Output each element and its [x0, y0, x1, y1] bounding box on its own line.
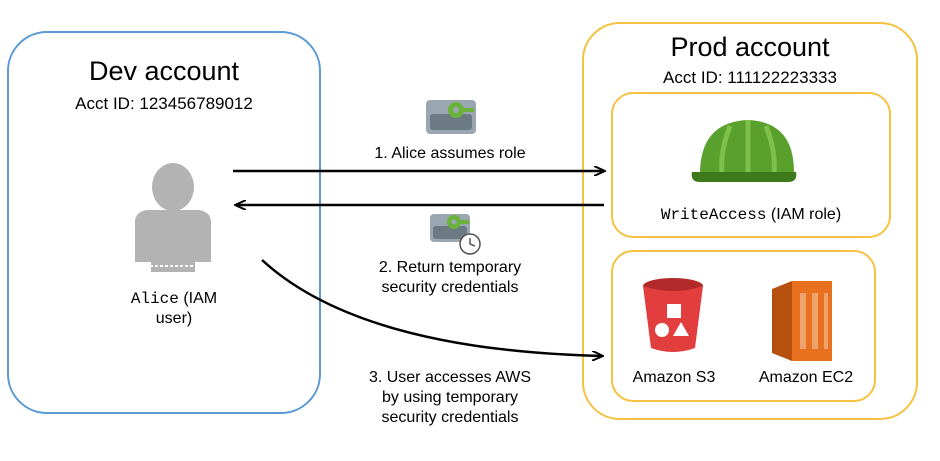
step2-line2: security credentials: [381, 279, 519, 296]
key-credential-icon: [426, 100, 476, 134]
role-label: WriteAccess (IAM role): [611, 205, 891, 225]
user-type: (IAM: [178, 290, 218, 307]
user-type-line2: user): [155, 310, 193, 327]
user-name: Alice: [130, 290, 179, 308]
role-box: [611, 92, 891, 238]
ec2-label: Amazon EC2: [758, 369, 854, 386]
prod-account-id: Acct ID: 111122223333: [663, 68, 837, 87]
prod-account-title: Prod account: [670, 32, 830, 62]
s3-label: Amazon S3: [632, 369, 716, 386]
dev-account-title: Dev account: [88, 56, 240, 86]
ec2-icon: [772, 281, 832, 361]
step3-label: 3. User accesses AWS by using temporary …: [330, 368, 570, 428]
step3-line1: 3. User accesses AWS: [368, 369, 532, 386]
step2-line1: 2. Return temporary: [378, 259, 522, 276]
step1-label: 1. Alice assumes role: [374, 145, 526, 162]
step2-label: 2. Return temporary security credentials: [330, 258, 570, 298]
access-aws-arrow: [261, 259, 602, 356]
user-icon: [135, 163, 211, 272]
role-name: WriteAccess: [660, 206, 767, 224]
s3-bucket-icon: [643, 278, 703, 352]
helmet-icon: [691, 120, 797, 182]
services-box: [611, 250, 876, 402]
step3-line3: security credentials: [381, 409, 519, 426]
prod-account-box: [582, 22, 918, 420]
dev-account-box: [7, 31, 321, 414]
dev-account-id: Acct ID: 123456789012: [75, 94, 253, 113]
role-type: (IAM role): [766, 206, 842, 223]
temporary-key-icon: [430, 214, 481, 255]
user-label: Alice (IAM user): [104, 289, 244, 329]
step3-line2: by using temporary: [381, 389, 519, 406]
